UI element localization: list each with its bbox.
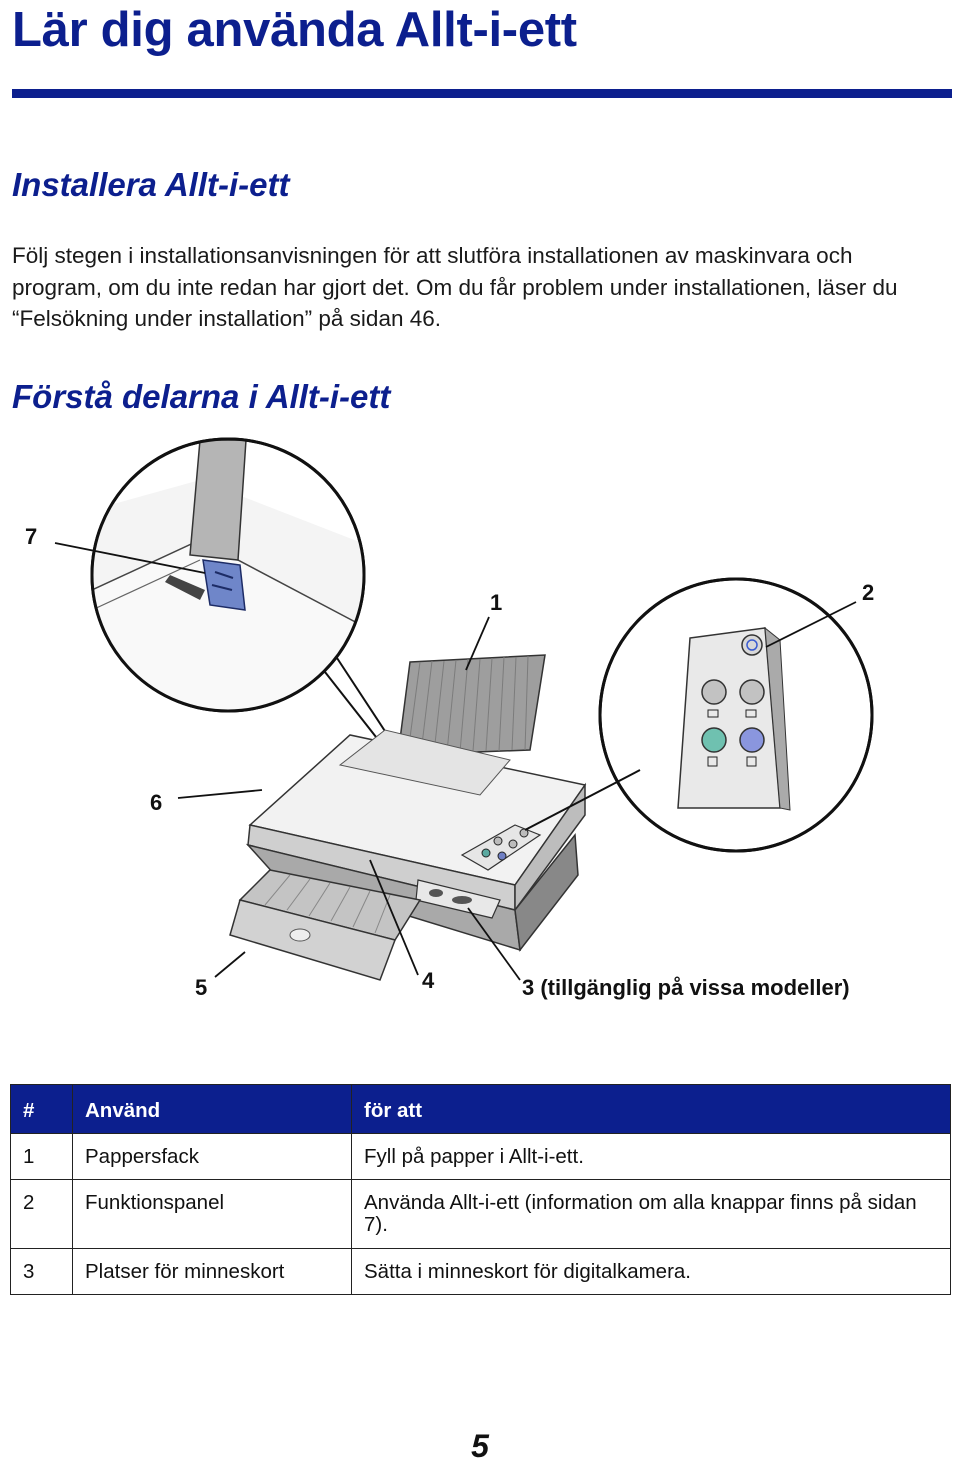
- column-header-number: #: [10, 1084, 73, 1134]
- detail-circle-control-panel: [598, 577, 874, 853]
- callout-6: 6: [150, 790, 162, 815]
- intro-paragraph: Följ stegen i installationsanvisningen f…: [12, 243, 898, 331]
- table-row: 1 Pappersfack Fyll på papper i Allt-i-et…: [10, 1133, 951, 1180]
- title-rule: [12, 89, 952, 98]
- callout-1: 1: [490, 590, 502, 615]
- table-header-row: # Använd för att: [10, 1084, 951, 1134]
- table-cell-number: 2: [10, 1179, 73, 1249]
- detail-circle-paper-guide: [90, 437, 366, 713]
- column-header-use: Använd: [72, 1084, 352, 1134]
- printer-illustration: [229, 654, 587, 981]
- callout-line-7: [54, 542, 206, 574]
- table-cell-number: 1: [10, 1133, 73, 1180]
- section-heading-parts: Förstå delarna i Allt-i-ett: [12, 378, 391, 415]
- table-cell-number: 3: [10, 1248, 73, 1295]
- table-cell-purpose: Sätta i minneskort för digitalkamera.: [351, 1248, 951, 1295]
- page-title: Lär dig använda Allt-i-ett: [12, 3, 577, 57]
- table-cell-purpose: Fyll på papper i Allt-i-ett.: [351, 1133, 951, 1180]
- table-cell-part: Pappersfack: [72, 1133, 352, 1180]
- printer-figure: 7 1 2 6 5 4 3 (tillgänglig på vissa mode…: [0, 430, 960, 1020]
- callout-3: 3 (tillgänglig på vissa modeller): [522, 975, 850, 1000]
- table-cell-part: Funktionspanel: [72, 1179, 352, 1249]
- column-header-purpose: för att: [351, 1084, 951, 1134]
- parts-table: # Använd för att 1 Pappersfack Fyll på p…: [10, 1084, 951, 1295]
- callout-7: 7: [25, 524, 37, 549]
- callout-4: 4: [422, 968, 435, 993]
- table-cell-part: Platser för minneskort: [72, 1248, 352, 1295]
- callout-5: 5: [195, 975, 207, 1000]
- page-number: 5: [471, 1428, 489, 1464]
- section-heading-install: Installera Allt-i-ett: [12, 166, 290, 203]
- table-row: 3 Platser för minneskort Sätta i minnesk…: [10, 1248, 951, 1295]
- callout-2: 2: [862, 580, 874, 605]
- table-cell-purpose: Använda Allt-i-ett (information om alla …: [351, 1179, 951, 1249]
- table-row: 2 Funktionspanel Använda Allt-i-ett (inf…: [10, 1179, 951, 1249]
